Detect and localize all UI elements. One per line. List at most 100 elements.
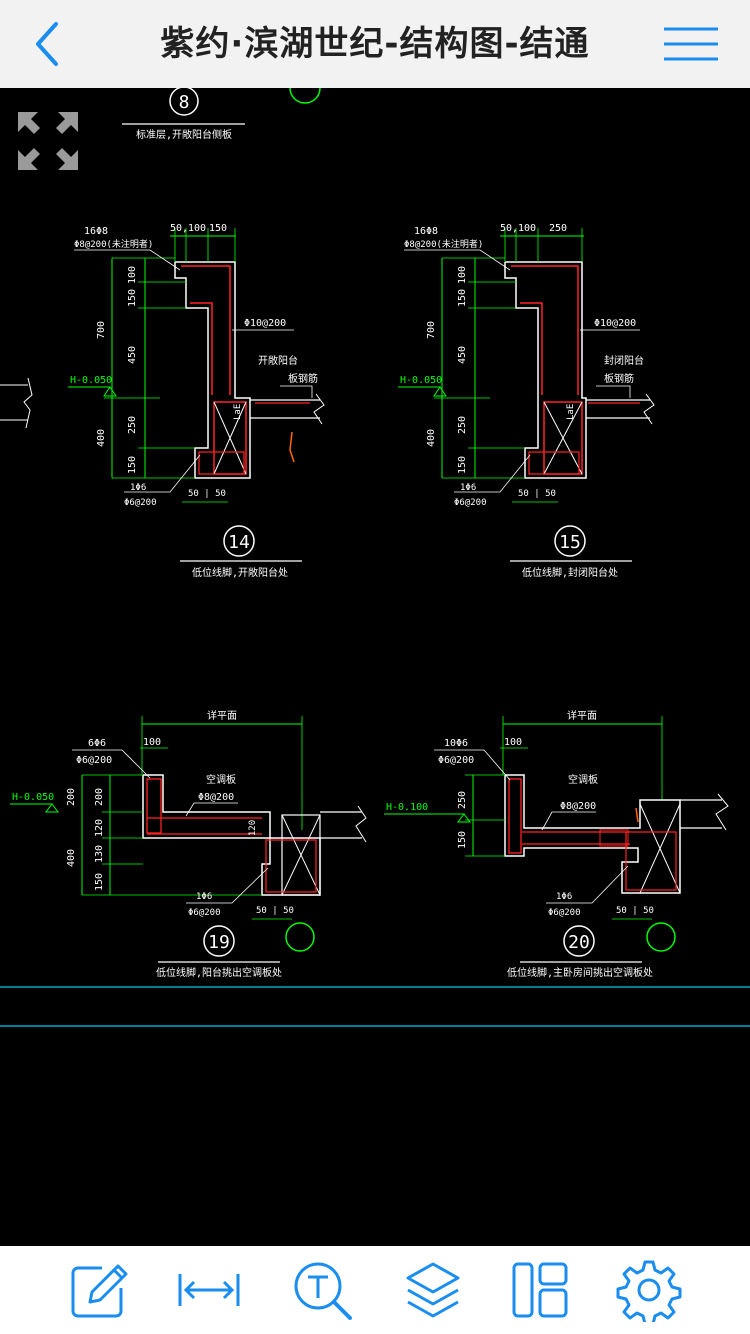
elevation-19: H-0.050 <box>12 792 54 803</box>
dim-vtotal-14: 700 <box>96 321 107 339</box>
dim-v1-14: 100 <box>127 266 138 284</box>
dim-top2-14: 150 <box>209 223 227 234</box>
bottom-rebar2-20: Φ6@200 <box>548 908 581 918</box>
detail-number-14: 14 <box>228 532 250 553</box>
dim-v1-15: 100 <box>457 266 468 284</box>
note-ac-19: 空调板 <box>206 773 236 786</box>
dim-vlower-15: 400 <box>426 429 437 447</box>
bottom-dim-19: 50 | 50 <box>256 906 294 916</box>
detail-14: LaE 100 150 450 250 150 700 400 50,100 1… <box>68 223 325 579</box>
rebar-right-14: Φ10@200 <box>244 318 286 329</box>
detail-number-15: 15 <box>559 532 581 553</box>
stirrup-top-14: Φ8@200(未注明者) <box>74 238 153 250</box>
dim-v3-15: 450 <box>457 346 468 364</box>
note-ac-20: 空调板 <box>568 773 598 786</box>
note2-14: 板钢筋 <box>288 372 318 385</box>
dim-top2-15: 250 <box>549 223 567 234</box>
layout-panels-icon <box>512 1262 568 1318</box>
measure-distance-icon <box>178 1274 240 1306</box>
text-search-button[interactable] <box>290 1258 356 1322</box>
dim-v3-14: 450 <box>127 346 138 364</box>
lae-label-14: LaE <box>233 404 243 420</box>
elevation-15: H-0.050 <box>400 375 442 386</box>
dim-v2-15: 150 <box>457 289 468 307</box>
bottom-rebar1-20: 1Φ6 <box>556 892 572 902</box>
bottom-dim-15: 50 | 50 <box>518 489 556 499</box>
menu-button[interactable] <box>662 24 722 64</box>
lae-label-15: LaE <box>566 404 576 420</box>
dim-v3-19: 120 <box>94 819 105 837</box>
back-button[interactable] <box>22 14 78 74</box>
bottom-rebar2-15: Φ6@200 <box>454 498 487 508</box>
detail-19: 详平面 100 200 200 120 130 150 <box>10 709 367 979</box>
rebar-top-19: 6Φ6 <box>88 738 106 749</box>
dim-100-20: 100 <box>504 737 522 748</box>
detail-20: 详平面 100 250 150 10Φ6 Φ6@200 空调板 <box>384 709 729 979</box>
ac-rebar-20: Φ8@200 <box>560 801 596 812</box>
page-title: 紫约·滨湖世纪-结构图-结通 <box>160 24 590 64</box>
bottom-rebar1-15: 1Φ6 <box>460 483 476 493</box>
edit-pencil-icon <box>71 1264 128 1318</box>
drawing-canvas[interactable]: 8 标准层,开敞阳台侧板 LaE <box>0 88 750 1246</box>
fullscreen-button[interactable] <box>14 108 82 174</box>
detail-15: LaE 100 150 450 250 150 700 400 50,100 2… <box>398 223 655 579</box>
note2-15: 板钢筋 <box>604 372 634 385</box>
dim-v1-19: 200 <box>66 788 77 806</box>
cad-drawing: 8 标准层,开敞阳台侧板 LaE <box>0 88 750 1027</box>
dim-vtotal-19: 400 <box>66 849 77 867</box>
caption-20: 低位线脚,主卧房间挑出空调板处 <box>507 966 653 979</box>
dim-v4-15: 250 <box>457 416 468 434</box>
dim-v5-14: 150 <box>127 456 138 474</box>
dim-v2-19: 200 <box>94 788 105 806</box>
dim-v5-19: 150 <box>94 873 105 891</box>
dim-100-19: 100 <box>143 737 161 748</box>
bottom-rebar1-19: 1Φ6 <box>196 892 212 902</box>
elevation-14: H-0.050 <box>70 375 112 386</box>
dim-top-20: 详平面 <box>567 709 597 722</box>
dim-vtotal-15: 700 <box>426 321 437 339</box>
dim-vright-19: 120 <box>248 820 258 836</box>
top-navigation-bar: 紫约·滨湖世纪-结构图-结通 <box>0 0 750 89</box>
bottom-rebar1-14: 1Φ6 <box>130 483 146 493</box>
measure-button[interactable] <box>176 1258 242 1322</box>
dim-v2-14: 150 <box>127 289 138 307</box>
dim-v4-19: 130 <box>94 845 105 863</box>
rebar-top-15: 16Φ8 <box>414 226 438 237</box>
dim-v5-15: 150 <box>457 456 468 474</box>
stirrup-top-15: Φ8@200(未注明者) <box>404 238 483 250</box>
detail-number-20: 20 <box>568 932 590 953</box>
layers-icon <box>406 1262 460 1318</box>
dim-v1-20: 250 <box>457 791 468 809</box>
dim-top-15: 50,100 <box>500 223 536 234</box>
stirrup-top-20: Φ6@200 <box>438 755 474 766</box>
annotate-button[interactable] <box>66 1258 132 1322</box>
caption-8: 标准层,开敞阳台侧板 <box>136 128 232 141</box>
gear-icon <box>616 1260 682 1326</box>
rebar-right-15: Φ10@200 <box>594 318 636 329</box>
caption-19: 低位线脚,阳台挑出空调板处 <box>156 966 282 979</box>
hamburger-menu-icon <box>664 27 718 61</box>
rebar-top-20: 10Φ6 <box>444 738 468 749</box>
note1-14: 开敞阳台 <box>258 354 298 367</box>
layout-button[interactable] <box>508 1258 574 1322</box>
settings-button[interactable] <box>616 1258 682 1326</box>
caption-14: 低位线脚,开敞阳台处 <box>192 566 288 579</box>
dim-vlower-14: 400 <box>96 429 107 447</box>
layers-button[interactable] <box>400 1258 466 1322</box>
detail-number-19: 19 <box>208 932 230 953</box>
dim-v2-20: 150 <box>457 831 468 849</box>
ac-rebar-19: Φ8@200 <box>198 792 234 803</box>
bottom-toolbar <box>0 1246 750 1334</box>
dim-top-19: 详平面 <box>207 709 237 722</box>
bottom-dim-14: 50 | 50 <box>188 489 226 499</box>
chevron-left-icon <box>36 22 58 66</box>
rebar-top-14: 16Φ8 <box>84 226 108 237</box>
caption-15: 低位线脚,封闭阳台处 <box>522 566 618 579</box>
detail-number-8: 8 <box>179 92 190 113</box>
elevation-20: H-0.100 <box>386 802 428 813</box>
expand-icon <box>18 112 78 170</box>
dim-top-14: 50,100 <box>170 223 206 234</box>
text-search-icon <box>294 1262 352 1320</box>
dim-v4-14: 250 <box>127 416 138 434</box>
note1-15: 封闭阳台 <box>604 354 644 367</box>
